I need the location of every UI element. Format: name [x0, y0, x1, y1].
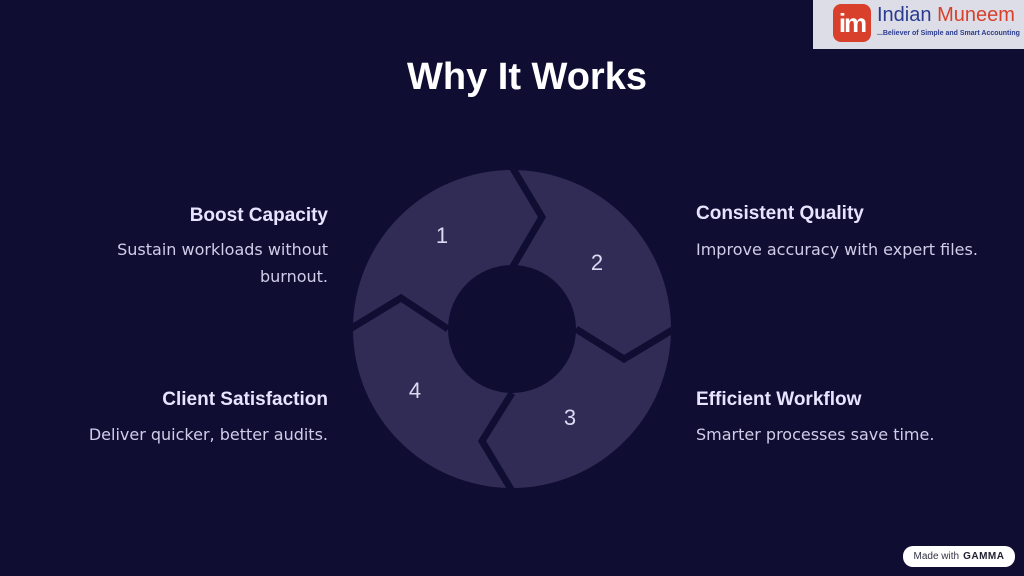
- cycle-center-hole: [448, 265, 576, 393]
- logo-name: Indian Muneem: [877, 4, 1015, 27]
- badge-prefix: Made with: [913, 551, 960, 562]
- efficient-workflow-title: Efficient Workflow: [696, 389, 862, 410]
- cycle-divider-1-2: [508, 165, 547, 270]
- client-satisfaction-title: Client Satisfaction: [162, 389, 328, 410]
- boost-capacity-title: Boost Capacity: [189, 205, 328, 226]
- logo-name-first: Indian: [877, 4, 932, 26]
- logo-tagline: ...Believer of Simple and Smart Accounti…: [877, 30, 1020, 37]
- logo-name-second: Muneem: [937, 4, 1015, 26]
- gamma-logo-icon: GAMMA: [963, 551, 1005, 562]
- boost-capacity-desc: Sustain workloads without burnout.: [117, 236, 328, 290]
- logo-mark-icon: im: [833, 4, 871, 42]
- slide-title: Why It Works: [407, 56, 647, 98]
- made-with-gamma-badge[interactable]: Made with GAMMA: [903, 546, 1015, 567]
- segment-number-4: 4: [409, 378, 421, 403]
- segment-number-3: 3: [564, 405, 576, 430]
- consistent-quality-title: Consistent Quality: [696, 203, 864, 224]
- consistent-quality-desc: Improve accuracy with expert files.: [696, 240, 978, 259]
- boost-capacity-desc-line2: burnout.: [259, 267, 328, 286]
- company-logo: im Indian Muneem ...Believer of Simple a…: [813, 0, 1024, 49]
- boost-capacity-desc-line1: Sustain workloads without: [117, 240, 328, 259]
- cycle-divider-3-4: [477, 391, 516, 493]
- cycle-divider-4-1: [348, 293, 450, 332]
- segment-number-1: 1: [436, 223, 448, 248]
- efficient-workflow-desc: Smarter processes save time.: [696, 425, 935, 444]
- client-satisfaction-desc: Deliver quicker, better audits.: [88, 425, 328, 444]
- cycle-divider-2-3: [574, 325, 676, 364]
- segment-number-2: 2: [591, 250, 603, 275]
